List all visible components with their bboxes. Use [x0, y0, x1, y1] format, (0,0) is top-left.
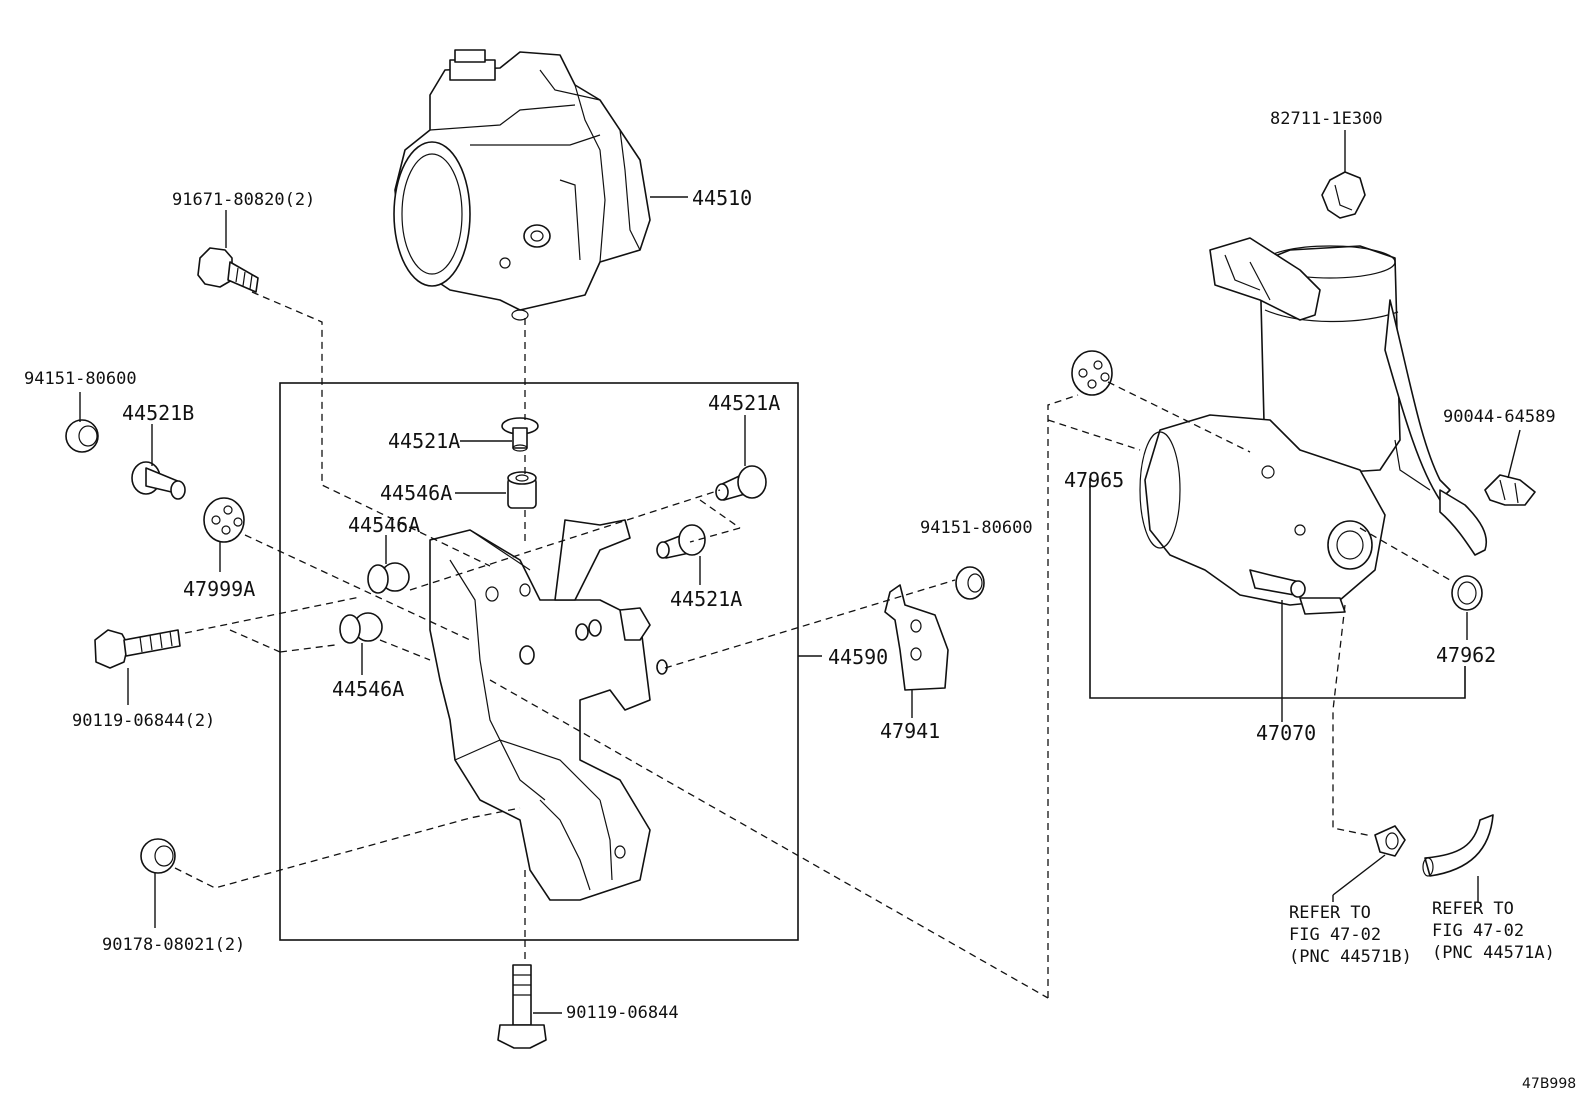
- figure-code: 47B998: [1522, 1076, 1576, 1092]
- assembly-dashed-lines: [174, 291, 1451, 999]
- refer-b-line-1: REFER TO: [1289, 903, 1371, 923]
- label-94151-80600-mid: 94151-80600: [920, 518, 1033, 538]
- grommet-44521A-right: [715, 465, 767, 501]
- label-44546A-mid: 44546A: [348, 513, 420, 537]
- refer-b-line-3: (PNC 44571B): [1289, 947, 1412, 967]
- label-90044-64589: 90044-64589: [1443, 407, 1556, 427]
- cap-47965: [1071, 350, 1113, 396]
- refer-a-line-1: REFER TO: [1432, 899, 1514, 919]
- ring-47962: [1451, 575, 1483, 611]
- label-44590: 44590: [828, 645, 888, 669]
- grommet-44521B: [131, 461, 186, 500]
- label-44546A-low: 44546A: [332, 677, 404, 701]
- label-47070: 47070: [1256, 721, 1316, 745]
- label-82711-1E300: 82711-1E300: [1270, 109, 1383, 129]
- refer-b-line-2: FIG 47-02: [1289, 925, 1381, 945]
- label-47941: 47941: [880, 719, 940, 743]
- hose-clip-44571B: [1374, 825, 1406, 857]
- label-44521B: 44521B: [122, 401, 194, 425]
- insulator-44546A-low: [339, 612, 383, 644]
- label-91671-80820: 91671-80820(2): [172, 190, 315, 210]
- insulator-44546A-top: [507, 471, 537, 509]
- clip-90044: [1484, 474, 1536, 506]
- label-44521A-top: 44521A: [388, 429, 460, 453]
- label-44546A-top: 44546A: [380, 481, 452, 505]
- pump-motor-47070: [1139, 237, 1487, 615]
- label-90119-06844-pair: 90119-06844(2): [72, 711, 215, 731]
- label-94151-80600-left: 94151-80600: [24, 369, 137, 389]
- label-90178-08021: 90178-08021(2): [102, 935, 245, 955]
- label-44521A-mid: 44521A: [670, 587, 742, 611]
- bolt-90119-bottom: [497, 964, 547, 1049]
- grommet-44521A-mid: [656, 524, 706, 559]
- pump-assembly-bracket-line: [1089, 478, 1466, 699]
- clip-82711: [1321, 171, 1366, 219]
- bolt-90119-pair: [94, 629, 181, 669]
- label-47962: 47962: [1436, 643, 1496, 667]
- bracket-assembly-frame: [279, 382, 799, 941]
- refer-a-line-3: (PNC 44571A): [1432, 943, 1555, 963]
- bracket-44590: [429, 519, 668, 901]
- insulator-44546A-mid: [367, 562, 410, 594]
- grommet-44521A-top: [501, 417, 539, 452]
- cap-47999A: [203, 497, 245, 543]
- flange-bolt-91671: [197, 247, 259, 293]
- abs-actuator-44510: [393, 49, 651, 321]
- label-44521A-right: 44521A: [708, 391, 780, 415]
- label-47965: 47965: [1064, 468, 1124, 492]
- nut-94151-mid: [955, 566, 985, 600]
- nut-94151-left: [65, 419, 99, 453]
- refer-a-line-2: FIG 47-02: [1432, 921, 1524, 941]
- label-44510: 44510: [692, 186, 752, 210]
- hose-44571A: [1422, 814, 1494, 877]
- nut-90178: [140, 838, 176, 874]
- label-47999A: 47999A: [183, 577, 255, 601]
- bracket-47941: [884, 584, 949, 691]
- label-90119-06844-bottom: 90119-06844: [566, 1003, 679, 1023]
